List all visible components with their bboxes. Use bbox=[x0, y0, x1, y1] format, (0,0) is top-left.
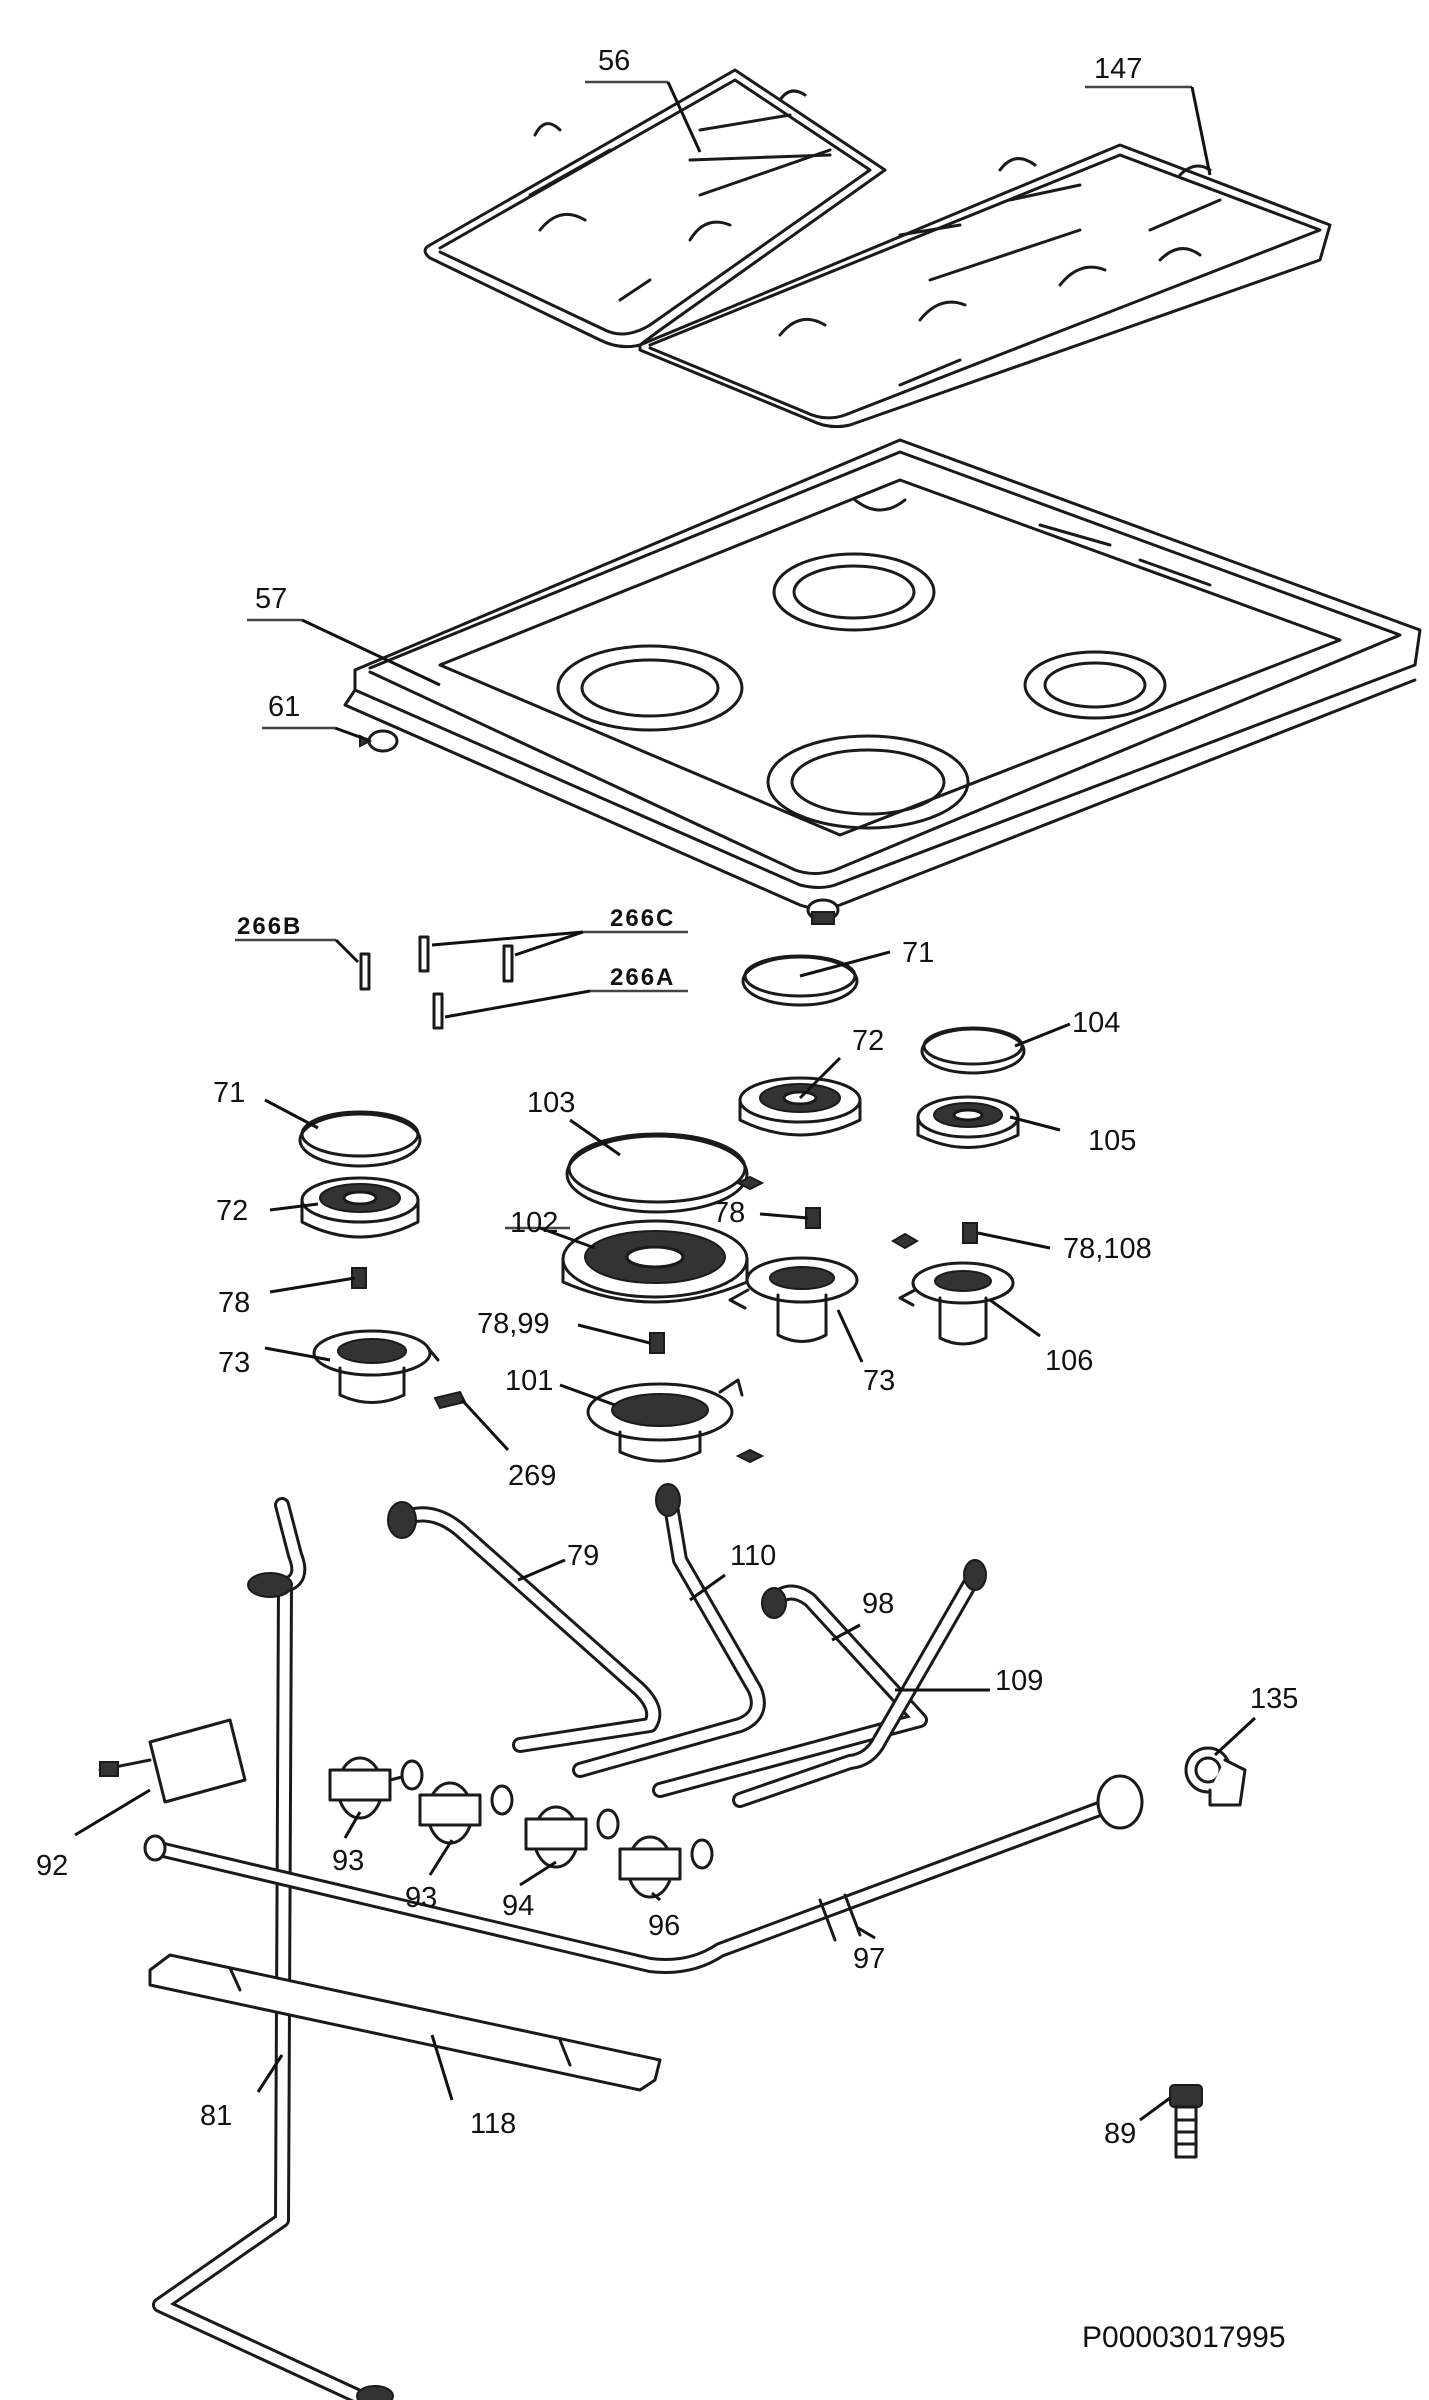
leader-lines bbox=[74, 80, 1257, 2122]
gas-tap-94 bbox=[524, 1805, 620, 1869]
screw-61 bbox=[359, 729, 399, 753]
gas-tap-96 bbox=[618, 1835, 714, 1899]
clip-small-1 bbox=[891, 1232, 919, 1250]
burner-head-72-left bbox=[300, 1176, 420, 1239]
label-269: 269 bbox=[508, 1460, 556, 1492]
pipe-109 bbox=[732, 1559, 987, 1808]
label-72-right: 72 bbox=[852, 1025, 884, 1057]
label-135: 135 bbox=[1250, 1683, 1298, 1715]
label-79: 79 bbox=[567, 1540, 599, 1572]
burner-cap-71-right bbox=[741, 954, 859, 1007]
label-109: 109 bbox=[995, 1665, 1043, 1697]
label-98: 98 bbox=[862, 1588, 894, 1620]
clip-small-2 bbox=[735, 1175, 765, 1191]
hob-top-plate bbox=[343, 438, 1422, 910]
spark-plug-266A bbox=[432, 992, 444, 1030]
burner-cap-103 bbox=[565, 1132, 749, 1214]
spark-plug-266C-1 bbox=[418, 935, 430, 973]
burner-head-102 bbox=[561, 1219, 749, 1304]
label-78-left: 78 bbox=[218, 1287, 250, 1319]
part-labels: 56 147 57 61 266B 266C 266A 71 104 72 10… bbox=[36, 45, 1298, 2354]
pipe-79 bbox=[387, 1501, 662, 1753]
gas-tap-93-1 bbox=[328, 1756, 424, 1820]
label-266c: 266C bbox=[610, 905, 675, 932]
label-101: 101 bbox=[505, 1365, 553, 1397]
label-96: 96 bbox=[648, 1910, 680, 1942]
label-89: 89 bbox=[1104, 2118, 1136, 2150]
label-72-left: 72 bbox=[216, 1195, 248, 1227]
bracket-118 bbox=[148, 1953, 662, 2092]
label-104: 104 bbox=[1072, 1007, 1120, 1039]
gas-tap-93-2 bbox=[418, 1781, 514, 1845]
pan-support-left bbox=[423, 68, 887, 349]
label-110: 110 bbox=[730, 1540, 776, 1572]
label-266b: 266B bbox=[237, 913, 302, 940]
label-81: 81 bbox=[200, 2100, 232, 2132]
label-78108: 78,108 bbox=[1063, 1233, 1152, 1265]
spark-plug-266C-2 bbox=[502, 944, 514, 983]
injector-78-right bbox=[805, 1207, 821, 1229]
label-266a: 266A bbox=[610, 964, 675, 991]
label-94: 94 bbox=[502, 1890, 534, 1922]
screw-under-hob bbox=[806, 898, 840, 925]
ignition-switch-92 bbox=[98, 1718, 247, 1804]
burner-body-106 bbox=[898, 1261, 1015, 1346]
burner-body-73-left bbox=[312, 1329, 440, 1404]
pipe-98 bbox=[652, 1584, 928, 1798]
elbow-connector-135 bbox=[1184, 1746, 1247, 1807]
label-56: 56 bbox=[598, 45, 630, 77]
label-93-2: 93 bbox=[405, 1882, 437, 1914]
burner-body-101 bbox=[586, 1378, 765, 1464]
burner-cap-71-left bbox=[298, 1110, 422, 1168]
burner-body-73-right bbox=[728, 1256, 859, 1343]
burner-cap-104 bbox=[920, 1026, 1026, 1075]
pan-support-right bbox=[638, 143, 1332, 429]
thermocouple-269 bbox=[433, 1390, 467, 1410]
label-71-left: 71 bbox=[213, 1077, 245, 1109]
label-92: 92 bbox=[36, 1850, 68, 1882]
label-93-1: 93 bbox=[332, 1845, 364, 1877]
gas-nozzle-89 bbox=[1169, 2084, 1203, 2159]
label-105: 105 bbox=[1088, 1125, 1136, 1157]
label-78-right: 78 bbox=[713, 1197, 745, 1229]
label-118: 118 bbox=[470, 2108, 516, 2140]
label-71-right: 71 bbox=[902, 937, 934, 969]
spark-plug-266B bbox=[359, 952, 371, 991]
injector-78108 bbox=[962, 1222, 978, 1244]
drawing-code: P00003017995 bbox=[1082, 2321, 1286, 2354]
label-147: 147 bbox=[1094, 53, 1142, 85]
label-102: 102 bbox=[510, 1207, 558, 1239]
pipe-110 bbox=[572, 1483, 766, 1778]
label-106: 106 bbox=[1045, 1345, 1093, 1377]
injector-7899 bbox=[649, 1332, 665, 1354]
label-97: 97 bbox=[853, 1943, 885, 1975]
burner-head-72-right bbox=[738, 1076, 862, 1137]
manifold-pipe-97 bbox=[143, 1774, 1144, 1974]
burner-head-105 bbox=[916, 1095, 1020, 1149]
label-57: 57 bbox=[255, 583, 287, 615]
label-103: 103 bbox=[527, 1087, 575, 1119]
label-7899: 78,99 bbox=[477, 1308, 550, 1340]
label-61: 61 bbox=[268, 691, 300, 723]
label-73-left: 73 bbox=[218, 1347, 250, 1379]
label-73-right: 73 bbox=[863, 1365, 895, 1397]
pipe-81 bbox=[152, 1497, 394, 2400]
